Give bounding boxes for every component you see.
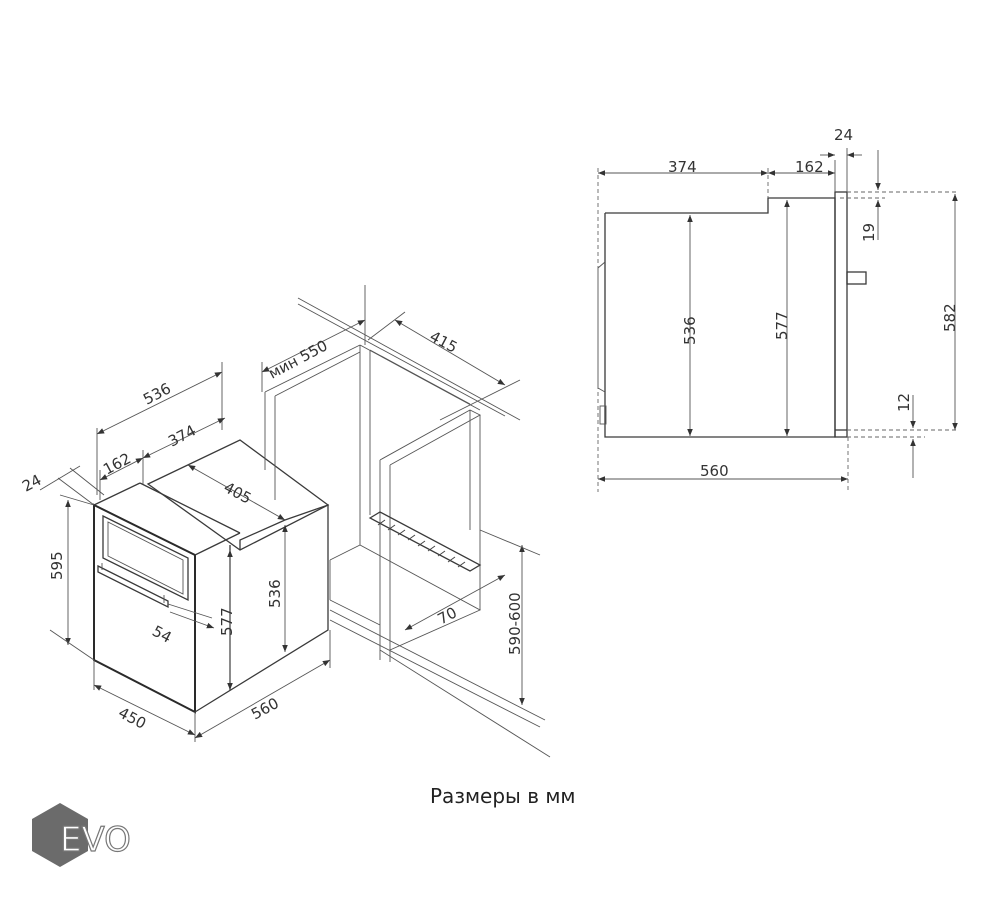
brand-logo: EVO <box>32 803 132 867</box>
dim-iso-577: 577 <box>218 607 236 636</box>
iso-cabinet <box>264 297 551 758</box>
oven-window <box>102 514 189 602</box>
dim-side-536: 536 <box>681 316 699 345</box>
dim-side-162: 162 <box>795 158 824 176</box>
dim-side-582: 582 <box>941 303 959 332</box>
dim-iso-415: 415 <box>427 327 461 356</box>
dim-side-12: 12 <box>895 393 913 412</box>
dim-iso-450: 450 <box>115 703 149 732</box>
side-view-dimensions: 374 162 24 19 536 577 582 12 560 <box>597 126 959 492</box>
dim-side-19: 19 <box>860 223 878 242</box>
dim-iso-590-600: 590-600 <box>506 592 524 655</box>
oven-handle <box>97 564 169 609</box>
caption: Размеры в мм <box>430 784 576 808</box>
dim-side-577: 577 <box>773 311 791 340</box>
dim-iso-405: 405 <box>221 478 255 507</box>
dim-iso-560: 560 <box>248 694 282 723</box>
cabinet-vent <box>368 511 482 572</box>
iso-cabinet-dimensions: мин 550 415 70 590-600 <box>261 285 541 705</box>
dim-iso-536-side: 536 <box>266 579 284 608</box>
logo-hexagon <box>32 803 88 867</box>
dim-iso-24: 24 <box>19 471 44 496</box>
dim-side-374: 374 <box>668 158 697 176</box>
dim-iso-162: 162 <box>100 449 134 478</box>
dim-iso-70: 70 <box>435 603 460 628</box>
dim-iso-54: 54 <box>149 622 174 647</box>
dim-iso-374: 374 <box>165 421 199 450</box>
dim-side-24: 24 <box>834 126 853 144</box>
logo-text: EVO <box>60 820 131 860</box>
iso-oven <box>93 439 330 714</box>
dim-iso-595: 595 <box>48 551 66 580</box>
side-view-oven <box>597 191 867 438</box>
dim-side-560: 560 <box>700 462 729 480</box>
